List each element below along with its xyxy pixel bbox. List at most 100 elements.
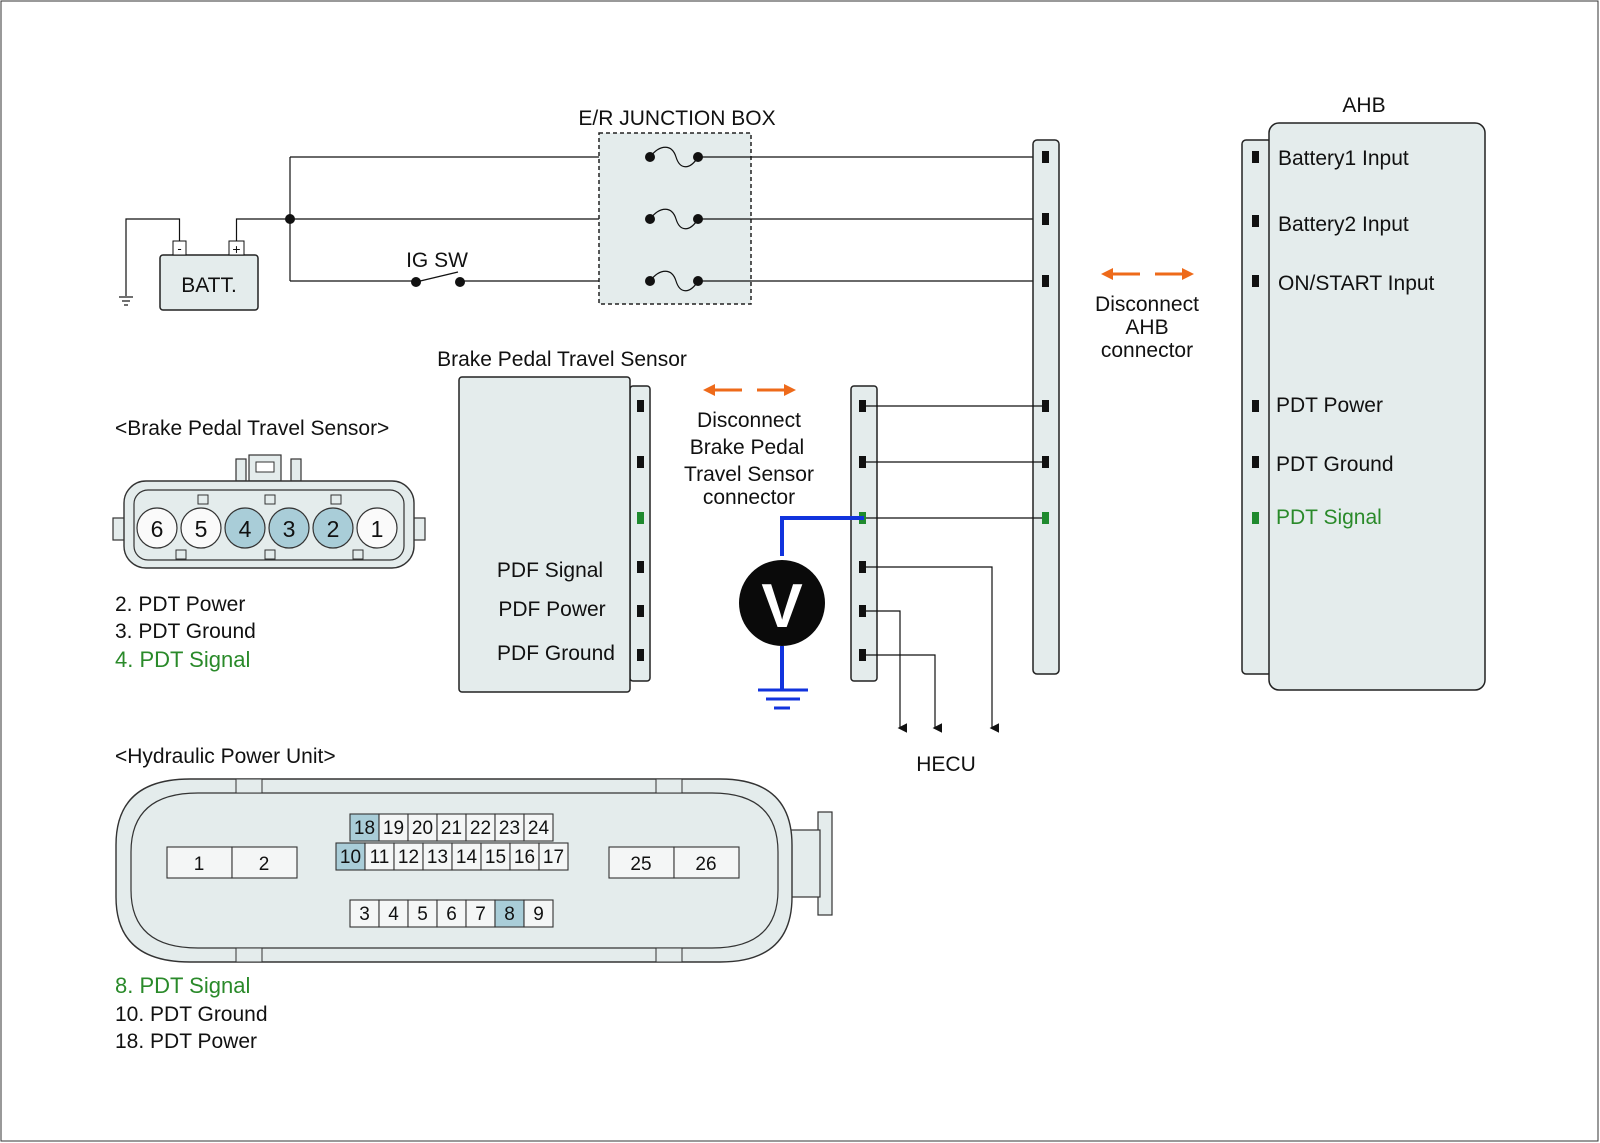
svg-text:3: 3 <box>359 904 370 925</box>
hpu-pin: 4 <box>378 899 409 928</box>
disconnect-bpts-line-4: connector <box>703 486 795 509</box>
bpts-pin-power: PDF Power <box>498 598 605 621</box>
junction-box-title: E/R JUNCTION BOX <box>578 107 775 130</box>
disconnect-ahb-text: Disconnect AHB connector <box>1095 293 1199 362</box>
bpts-legend-ground: 3. PDT Ground <box>115 620 256 643</box>
ahb-module: AHB Battery1 Input Battery2 Input ON/STA… <box>1241 94 1486 691</box>
bpts-module: Brake Pedal Travel Sensor PDF Signal PDF… <box>437 348 687 693</box>
voltmeter: V <box>739 516 864 690</box>
svg-text:6: 6 <box>446 904 457 925</box>
svg-text:22: 22 <box>470 818 491 839</box>
disconnect-ahb-line-2: AHB <box>1125 316 1168 339</box>
fuse-2-icon <box>645 208 703 230</box>
hecu-label: HECU <box>916 753 976 776</box>
hpu-pin: 6 <box>436 899 467 928</box>
hpu-legend-ground: 10. PDT Ground <box>115 1003 268 1026</box>
svg-text:4: 4 <box>239 516 252 542</box>
bpts-connector-pin: 2 <box>312 507 354 549</box>
svg-text:7: 7 <box>475 904 486 925</box>
disconnect-bpts-line-1: Disconnect <box>697 409 801 432</box>
bpts-pin-signal: PDF Signal <box>497 559 603 582</box>
fuse-1-icon <box>645 146 703 168</box>
bpts-connector-heading: <Brake Pedal Travel Sensor> <box>115 417 389 440</box>
voltmeter-ground-icon <box>758 688 808 710</box>
bpts-connector-view: <Brake Pedal Travel Sensor> 6 5 4 <box>112 417 426 672</box>
hpu-legend-power: 18. PDT Power <box>115 1030 257 1053</box>
voltmeter-symbol: V <box>761 572 802 641</box>
hpu-pin: 23 <box>494 813 525 842</box>
hpu-legend-signal: 8. PDT Signal <box>115 973 250 998</box>
hpu-pin: 12 <box>393 842 424 871</box>
ahb-pin-pdt-power: PDT Power <box>1276 394 1383 417</box>
battery-ground-icon <box>119 296 133 306</box>
hpu-connector-heading: <Hydraulic Power Unit> <box>115 745 336 768</box>
ahb-pin-pdt-ground: PDT Ground <box>1276 453 1394 476</box>
hpu-pin: 26 <box>673 846 740 879</box>
svg-text:8: 8 <box>504 904 515 925</box>
hpu-pin: 20 <box>407 813 438 842</box>
svg-text:4: 4 <box>388 904 399 925</box>
hpu-pin: 2 <box>231 846 298 879</box>
hpu-pin: 21 <box>436 813 467 842</box>
svg-text:2: 2 <box>327 516 340 542</box>
hpu-pin: 17 <box>538 842 569 871</box>
hpu-pin: 22 <box>465 813 496 842</box>
svg-text:9: 9 <box>533 904 544 925</box>
ahb-pin-pdt-signal: PDT Signal <box>1276 506 1382 529</box>
hpu-pin: 3 <box>349 899 380 928</box>
svg-text:16: 16 <box>514 847 535 868</box>
hpu-pin: 18 <box>349 813 380 842</box>
disconnect-bpts-arrows-icon <box>703 384 796 396</box>
bpts-title: Brake Pedal Travel Sensor <box>437 348 687 371</box>
bpts-connector-pin: 1 <box>356 507 398 549</box>
disconnect-ahb-arrows-icon <box>1101 268 1194 280</box>
bpts-connector-pin: 4 <box>224 507 266 549</box>
ahb-pin-battery1: Battery1 Input <box>1278 147 1409 170</box>
ig-switch-label: IG SW <box>406 249 468 272</box>
svg-text:2: 2 <box>259 854 270 875</box>
disconnect-bpts-line-2: Brake Pedal <box>690 436 804 459</box>
hpu-pin: 1 <box>166 846 233 879</box>
hpu-pin: 11 <box>364 842 395 871</box>
disconnect-bpts-line-3: Travel Sensor <box>684 463 814 486</box>
battery-label: BATT. <box>181 274 237 297</box>
svg-text:24: 24 <box>528 818 550 839</box>
disconnect-ahb-line-3: connector <box>1101 339 1193 362</box>
disconnect-ahb-line-1: Disconnect <box>1095 293 1199 316</box>
svg-text:21: 21 <box>441 818 462 839</box>
hpu-pin: 9 <box>523 899 554 928</box>
svg-text:6: 6 <box>151 516 164 542</box>
svg-text:17: 17 <box>543 847 564 868</box>
hpu-pin: 8 <box>494 899 525 928</box>
bpts-pin-ground: PDF Ground <box>497 642 615 665</box>
svg-text:14: 14 <box>456 847 478 868</box>
hpu-pin: 19 <box>378 813 409 842</box>
battery-minus: - <box>177 241 181 256</box>
bpts-legend-signal: 4. PDT Signal <box>115 647 250 672</box>
svg-text:18: 18 <box>354 818 375 839</box>
battery-plus: + <box>232 241 240 257</box>
svg-text:20: 20 <box>412 818 433 839</box>
ahb-harness-connector <box>1032 139 1060 675</box>
hpu-pin: 13 <box>422 842 453 871</box>
svg-text:13: 13 <box>427 847 448 868</box>
hpu-pin: 25 <box>608 846 675 879</box>
svg-text:3: 3 <box>283 516 296 542</box>
bpts-connector-pin: 6 <box>136 507 178 549</box>
hpu-pin: 15 <box>480 842 511 871</box>
bpts-harness-connector <box>850 385 878 682</box>
svg-text:11: 11 <box>370 847 390 868</box>
svg-text:5: 5 <box>417 904 428 925</box>
svg-text:10: 10 <box>340 847 361 868</box>
svg-text:1: 1 <box>371 516 384 542</box>
ahb-title: AHB <box>1342 94 1385 117</box>
ahb-pin-on-start: ON/START Input <box>1278 272 1435 295</box>
disconnect-bpts-text: Disconnect Brake Pedal Travel Sensor con… <box>684 409 814 509</box>
bpts-connector-pin: 5 <box>180 507 222 549</box>
hpu-pin: 14 <box>451 842 482 871</box>
svg-text:1: 1 <box>194 854 205 875</box>
er-junction-box: E/R JUNCTION BOX <box>578 107 776 305</box>
hpu-connector-view: <Hydraulic Power Unit> 1 2 18 19 20 21 2… <box>115 745 833 1053</box>
svg-text:12: 12 <box>398 847 419 868</box>
